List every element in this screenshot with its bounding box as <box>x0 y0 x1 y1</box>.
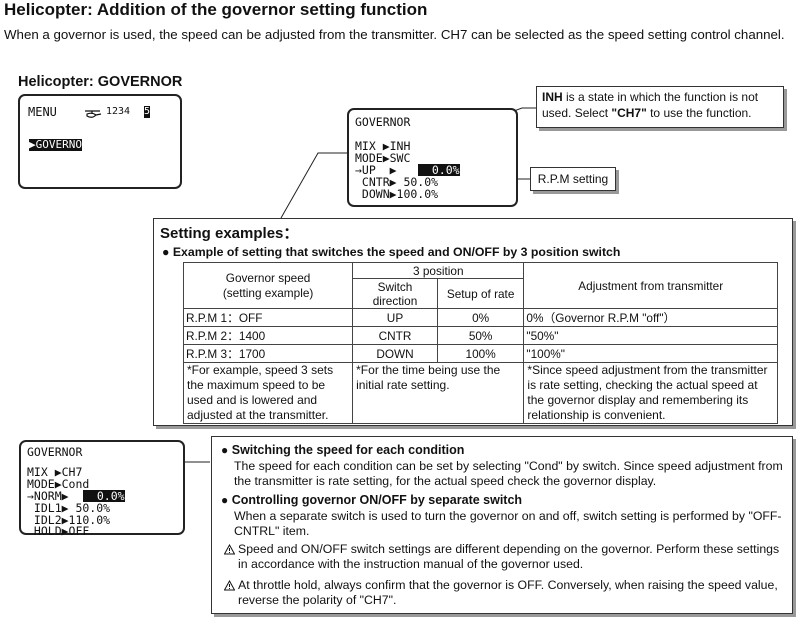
page-heading: Helicopter: Addition of the governor set… <box>4 0 428 19</box>
cell: R.P.M 1：OFF <box>182 308 354 327</box>
cell: R.P.M 3：1700 <box>182 344 354 363</box>
settings-table: Governor speed (setting example) 3 posit… <box>182 262 778 424</box>
warning-icon <box>223 543 236 558</box>
governor-lcd-screen-2: GOVERNOR MIX ▶CH7 MODE▶Cond →NORM▶ 0.0% … <box>19 440 185 538</box>
lcd-up-value[interactable]: 0.0% <box>418 163 460 177</box>
helicopter-icon <box>84 105 102 124</box>
info-para-2: When a separate switch is used to turn t… <box>234 509 782 538</box>
cell: R.P.M 2：1400 <box>182 326 354 345</box>
info-heading-2: ● Controlling governor ON/OFF by separat… <box>221 493 523 507</box>
lcd-mode-row: MODE▶SWC <box>355 151 411 165</box>
callout-rpm: R.P.M setting <box>530 167 616 191</box>
th-setup-rate: Setup of rate <box>436 278 525 309</box>
cell: 0%（Governor R.P.M "off"） <box>523 308 778 327</box>
info-para-1: The speed for each condition can be set … <box>234 459 783 488</box>
intro-text: When a governor is used, the speed can b… <box>4 27 785 42</box>
governor-lcd-screen: GOVERNOR MIX ▶INH MODE▶SWC →UP ▶ 0.0% CN… <box>347 108 518 207</box>
cell: DOWN <box>352 344 438 363</box>
lcd-title: GOVERNOR <box>355 115 411 129</box>
warning-icon <box>223 579 236 594</box>
note-3: *Since speed adjustment from the transmi… <box>523 362 778 424</box>
callout-bold-ch7: "CH7" <box>611 106 647 120</box>
lcd-cntr-row: CNTR▶ 50.0% <box>355 175 439 189</box>
warning-1: Speed and ON/OFF switch settings are dif… <box>238 542 780 571</box>
callout-text: is a state in which the function is not … <box>542 90 759 120</box>
warning-2: At throttle hold, always confirm that th… <box>238 578 778 607</box>
lcd-up-label: →UP ▶ <box>355 163 397 177</box>
note-2: *For the time being use the initial rate… <box>352 362 525 424</box>
menu-lcd-screen: MENU 1234 5 ▶GOVERNO <box>18 94 182 189</box>
th-3-position: 3 position <box>352 262 525 279</box>
lcd2-norm-label: →NORM▶ <box>27 489 69 503</box>
lcd2-title: GOVERNOR <box>27 445 83 459</box>
note-1: *For example, speed 3 sets the maximum s… <box>182 362 354 424</box>
setting-examples-title: Setting examples： <box>160 225 299 242</box>
lcd-down-row: DOWN▶100.0% <box>355 187 439 201</box>
cell: 50% <box>436 326 525 345</box>
lcd2-mix-row: MIX ▶CH7 <box>27 465 83 479</box>
lcd2-mode-row: MODE▶Cond <box>27 477 90 491</box>
cell: UP <box>352 308 438 327</box>
th-governor-speed: Governor speed (setting example) <box>182 262 354 309</box>
th-adjustment: Adjustment from transmitter <box>523 262 778 309</box>
menu-label: MENU <box>28 105 57 119</box>
info-box: ● Switching the speed for each condition… <box>211 436 793 614</box>
cell: 100% <box>436 344 525 363</box>
callout-text2: to use the function. <box>646 106 752 120</box>
menu-item-governor[interactable]: ▶GOVERNO <box>29 138 82 151</box>
info-heading-1: ● Switching the speed for each condition <box>221 443 465 457</box>
lcd2-idl1-row: IDL1▶ 50.0% <box>27 501 111 515</box>
th-switch-direction: Switch direction <box>352 278 438 309</box>
lcd2-idl2-row: IDL2▶110.0% <box>27 513 111 527</box>
channel-selected: 5 <box>144 106 151 118</box>
cell: "50%" <box>523 326 778 345</box>
callout-bold-inh: INH <box>542 90 563 104</box>
cell: "100%" <box>523 344 778 363</box>
cell: CNTR <box>352 326 438 345</box>
lcd2-norm-value[interactable]: 0.0% <box>83 489 125 503</box>
cell: 0% <box>436 308 525 327</box>
lcd-mix-row: MIX ▶INH <box>355 139 411 153</box>
section-subheading: Helicopter: GOVERNOR <box>18 74 183 90</box>
callout-inh: INH is a state in which the function is … <box>536 86 784 128</box>
lcd2-hold-row: HOLD▶OFF <box>27 524 90 538</box>
setting-examples-bullet: ● Example of setting that switches the s… <box>162 245 621 259</box>
channel-numbers: 1234 <box>106 106 131 117</box>
